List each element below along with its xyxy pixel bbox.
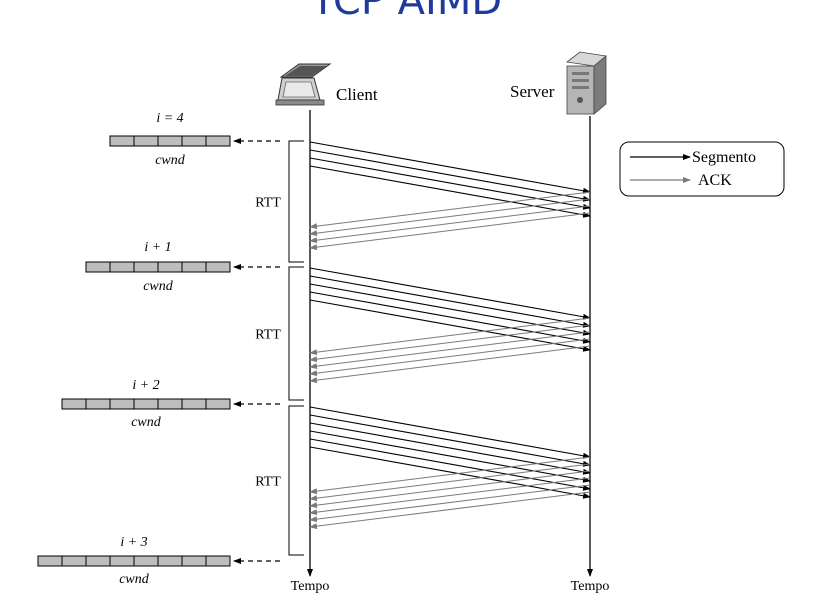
legend-segment-label: Segmento: [692, 149, 756, 166]
cwnd-cell: [85, 261, 111, 273]
cwnd-cell: [181, 135, 207, 147]
window-label: i + 1: [144, 240, 171, 255]
cwnd-cell: [109, 261, 135, 273]
cwnd-cell: [181, 261, 207, 273]
segment-arrow: [309, 283, 591, 336]
diagram-title: TCP AIMD: [310, 0, 503, 24]
cwnd-cell: [157, 261, 183, 273]
cwnd-cell: [205, 398, 231, 410]
ack-arrow: [309, 191, 591, 230]
cwnd-cell: [85, 555, 111, 567]
segment-arrow: [309, 275, 591, 328]
segment-arrow: [309, 446, 591, 499]
cwnd-cell: [157, 398, 183, 410]
rtt-label: RTT: [255, 328, 281, 343]
ack-arrow: [309, 477, 591, 516]
segment-arrow: [309, 430, 591, 483]
segment-arrow: [309, 422, 591, 475]
ack-arrow: [309, 491, 591, 530]
ack-arrow: [309, 331, 591, 370]
cwnd-cell: [133, 261, 159, 273]
rtt-label: RTT: [255, 475, 281, 490]
ack-arrow: [309, 470, 591, 509]
segment-arrow: [309, 291, 591, 344]
rtt-bracket: [288, 405, 304, 556]
legend-box: [619, 141, 785, 197]
server-label: Server: [510, 82, 555, 101]
ack-arrow: [309, 463, 591, 502]
ack-arrow: [309, 205, 591, 244]
cwnd-cell: [205, 135, 231, 147]
cwnd-cell: [157, 555, 183, 567]
cwnd-cell: [109, 555, 135, 567]
cwnd-label: cwnd: [155, 153, 186, 168]
segment-arrow: [309, 406, 591, 459]
ack-arrow: [309, 198, 591, 237]
segment-arrow: [309, 267, 591, 320]
cwnd-label: cwnd: [143, 279, 174, 294]
rtt-bracket: [288, 140, 304, 263]
cwnd-cell: [109, 135, 135, 147]
segment-arrow: [309, 414, 591, 467]
segment-arrow: [309, 149, 591, 202]
cwnd-cell: [61, 555, 87, 567]
cwnd-cell: [37, 555, 63, 567]
laptop-icon: [275, 63, 332, 106]
cwnd-cell: [133, 555, 159, 567]
ack-arrow: [309, 484, 591, 523]
segment-arrow: [309, 141, 591, 194]
ack-arrow: [309, 324, 591, 363]
ack-arrow: [309, 317, 591, 356]
segment-arrow: [309, 299, 591, 352]
cwnd-cell: [109, 398, 135, 410]
ack-arrow: [309, 338, 591, 377]
cwnd-cell: [205, 555, 231, 567]
ack-arrow: [309, 456, 591, 495]
cwnd-cell: [133, 135, 159, 147]
window-label: i + 3: [120, 535, 147, 550]
cwnd-cell: [157, 135, 183, 147]
message-arrows: [309, 141, 591, 530]
cwnd-cell: [133, 398, 159, 410]
rtt-brackets: RTT RTT RTT: [255, 140, 304, 556]
ack-arrow: [309, 345, 591, 384]
server-time-label: Tempo: [571, 579, 610, 594]
client-time-label: Tempo: [291, 579, 330, 594]
rtt-bracket: [288, 266, 304, 401]
segment-arrow: [309, 165, 591, 218]
legend-ack-label: ACK: [698, 172, 732, 189]
cwnd-cell: [181, 398, 207, 410]
cwnd-label: cwnd: [119, 572, 150, 587]
window-label: i = 4: [156, 111, 183, 126]
cwnd-windows: i = 4 cwnd i + 1 cwnd i + 2 cwnd i + 3 cwnd: [37, 111, 280, 587]
client-label: Client: [336, 85, 378, 104]
cwnd-cell: [181, 555, 207, 567]
server-icon: [566, 51, 607, 115]
ack-arrow: [309, 212, 591, 251]
rtt-label: RTT: [255, 196, 281, 211]
cwnd-label: cwnd: [131, 415, 162, 430]
cwnd-cell: [205, 261, 231, 273]
cwnd-cell: [85, 398, 111, 410]
window-label: i + 2: [132, 378, 159, 393]
cwnd-cell: [61, 398, 87, 410]
segment-arrow: [309, 438, 591, 491]
segment-arrow: [309, 157, 591, 210]
legend: Segmento ACK: [619, 141, 785, 197]
